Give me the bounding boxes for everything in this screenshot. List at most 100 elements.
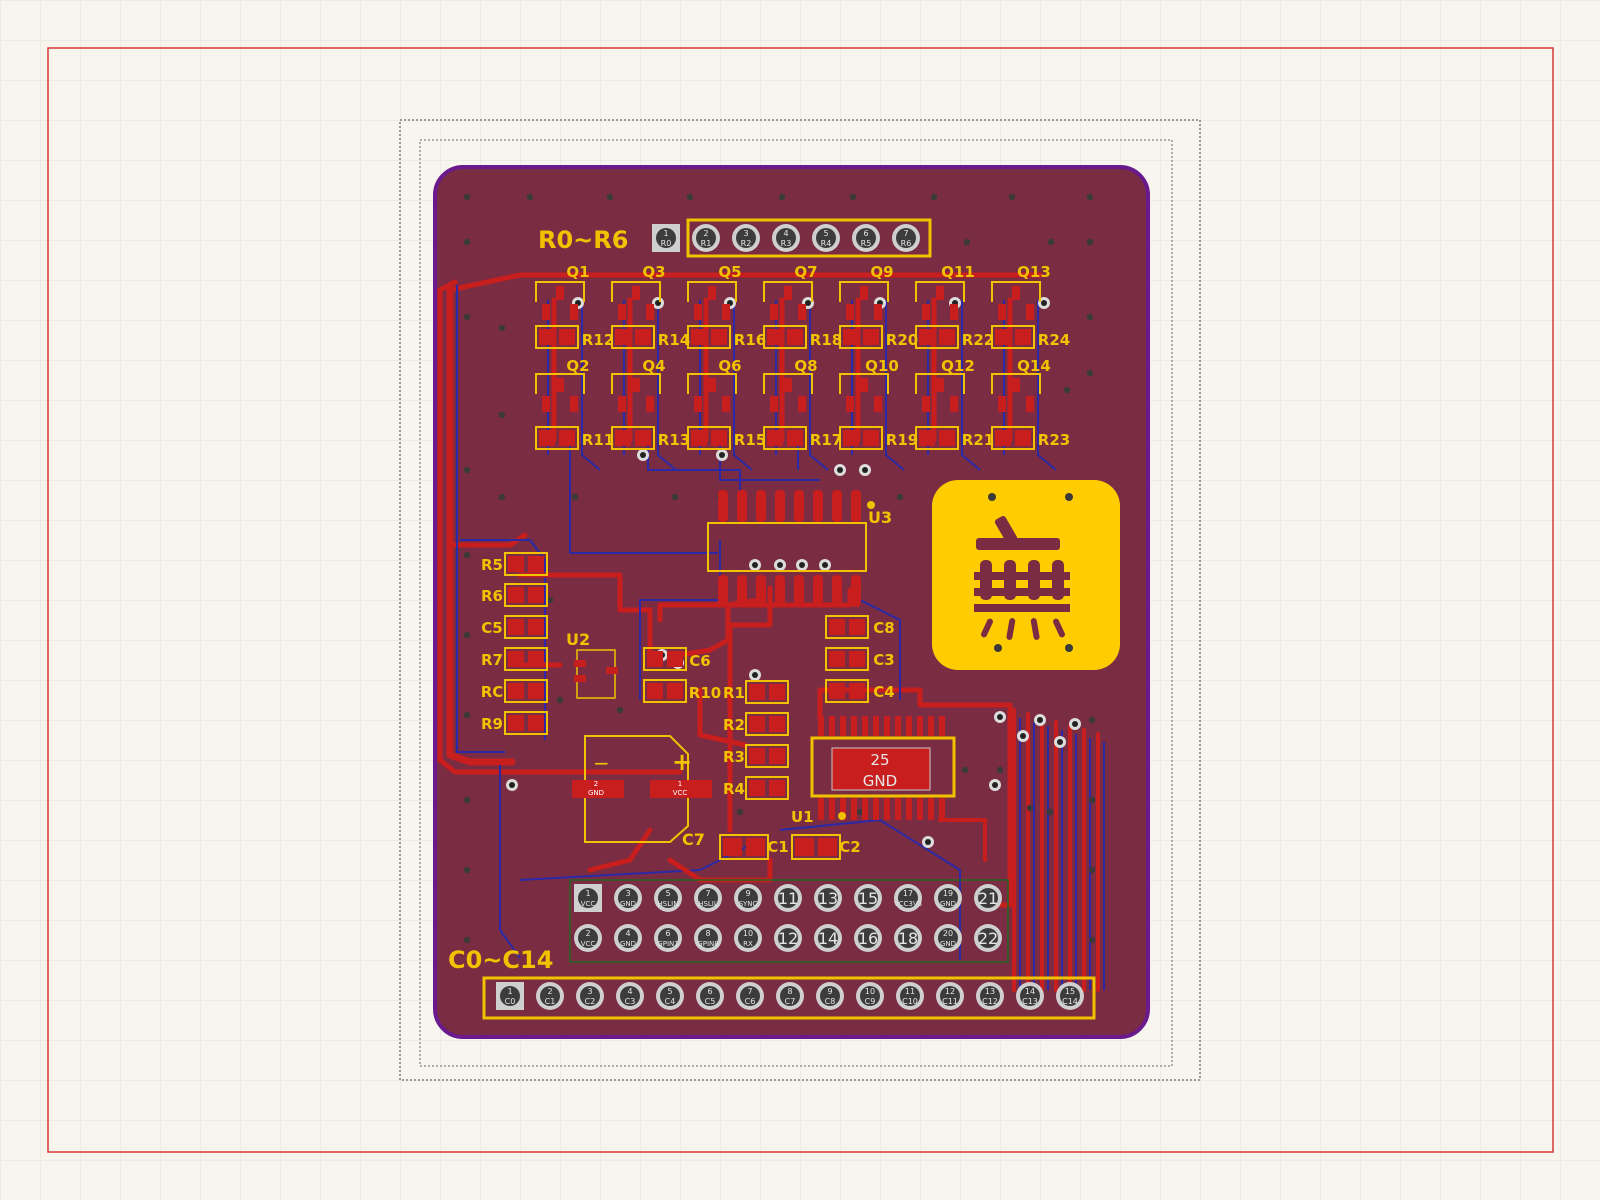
resistor-R20[interactable] <box>839 325 883 349</box>
component-R5[interactable] <box>504 552 548 576</box>
component-R9[interactable] <box>504 711 548 735</box>
header-pin[interactable]: 2R1 <box>692 224 720 252</box>
resistor-R16[interactable] <box>687 325 731 349</box>
transistor-Q7[interactable] <box>763 281 813 320</box>
header-pin[interactable]: 9C8 <box>816 982 844 1010</box>
header-pin[interactable]: 5C4 <box>656 982 684 1010</box>
header-pin[interactable]: 1R0 <box>652 224 680 252</box>
resistor-r1[interactable] <box>745 680 789 704</box>
connector-pin[interactable]: 22 <box>974 924 1002 952</box>
capacitor-c8[interactable] <box>825 615 869 639</box>
footprint-outline <box>763 325 807 349</box>
header-pin[interactable]: 8C7 <box>776 982 804 1010</box>
ic-u2[interactable]: U2 <box>566 630 618 699</box>
transistor-Q8[interactable] <box>763 373 813 412</box>
resistor-r3[interactable] <box>745 744 789 768</box>
ic-u1[interactable]: 25 GND U1 <box>791 716 956 826</box>
capacitor-c1[interactable] <box>719 834 769 860</box>
connector-pin[interactable]: 16 <box>854 924 882 952</box>
transistor-Q9[interactable] <box>839 281 889 320</box>
connector-pin[interactable]: 21 <box>974 884 1002 912</box>
resistor-R13[interactable] <box>611 426 655 450</box>
transistor-Q3[interactable] <box>611 281 661 320</box>
capacitor-c7[interactable]: − + 2 GND 1 VCC C7 <box>572 735 712 849</box>
transistor-Q14[interactable] <box>991 373 1041 412</box>
transistor-Q12[interactable] <box>915 373 965 412</box>
resistor-R21[interactable] <box>915 426 959 450</box>
header-c0-c14[interactable]: C0~C14 1C02C13C24C35C46C57C68C79C810C911… <box>448 946 1096 1020</box>
connector-pin[interactable]: 15 <box>854 884 882 912</box>
connector-pin[interactable]: 13 <box>814 884 842 912</box>
resistor-R17[interactable] <box>763 426 807 450</box>
resistor-R24[interactable] <box>991 325 1035 349</box>
resistor-r2[interactable] <box>745 712 789 736</box>
transistor-Q4[interactable] <box>611 373 661 412</box>
connector-pin[interactable]: 11 <box>774 884 802 912</box>
connector-pin[interactable]: 18 <box>894 924 922 952</box>
ic-u3[interactable]: U3 <box>707 490 892 607</box>
header-pin[interactable]: 5R4 <box>812 224 840 252</box>
header-pin[interactable]: 4C3 <box>616 982 644 1010</box>
header-pin[interactable]: 7C6 <box>736 982 764 1010</box>
transistor-Q1[interactable] <box>535 281 585 320</box>
connector-pin[interactable]: 12 <box>774 924 802 952</box>
capacitor-c6[interactable] <box>643 647 687 671</box>
component-R7[interactable] <box>504 647 548 671</box>
resistor-R15[interactable] <box>687 426 731 450</box>
transistor-Q10[interactable] <box>839 373 889 412</box>
capacitor-c4[interactable] <box>825 679 869 703</box>
component-R6[interactable] <box>504 583 548 607</box>
header-pin[interactable]: 3C2 <box>576 982 604 1010</box>
transistor-Q13[interactable] <box>991 281 1041 320</box>
header-pin[interactable]: 6C5 <box>696 982 724 1010</box>
resistor-r4[interactable] <box>745 776 789 800</box>
component-C5[interactable] <box>504 615 548 639</box>
resistor-R11[interactable] <box>535 426 579 450</box>
resistor-R12[interactable] <box>535 325 579 349</box>
header-pin[interactable]: 7R6 <box>892 224 920 252</box>
resistor-R23[interactable] <box>991 426 1035 450</box>
connector-pin[interactable]: 14 <box>814 924 842 952</box>
transistor-Q5[interactable] <box>687 281 737 320</box>
header-pin[interactable]: 4R3 <box>772 224 800 252</box>
capacitor-c3[interactable] <box>825 647 869 671</box>
resistor-R18[interactable] <box>763 325 807 349</box>
pin-name: C3 <box>625 997 636 1006</box>
resistor-r10[interactable] <box>643 679 687 703</box>
resistor-R19[interactable] <box>839 426 883 450</box>
transistor-Q11[interactable] <box>915 281 965 320</box>
header-pin[interactable]: 2C1 <box>536 982 564 1010</box>
resistor-R22[interactable] <box>915 325 959 349</box>
pin-number: 10 <box>743 929 753 938</box>
header-pin[interactable]: 3R2 <box>732 224 760 252</box>
capacitor-c2[interactable] <box>791 834 841 860</box>
header-pin[interactable]: 6R5 <box>852 224 880 252</box>
transistor-Q2[interactable] <box>535 373 585 412</box>
transistor-Q6[interactable] <box>687 373 737 412</box>
resistor-R14[interactable] <box>611 325 655 349</box>
header-pin[interactable]: 1C0 <box>496 982 524 1010</box>
component-R8[interactable] <box>504 679 548 703</box>
